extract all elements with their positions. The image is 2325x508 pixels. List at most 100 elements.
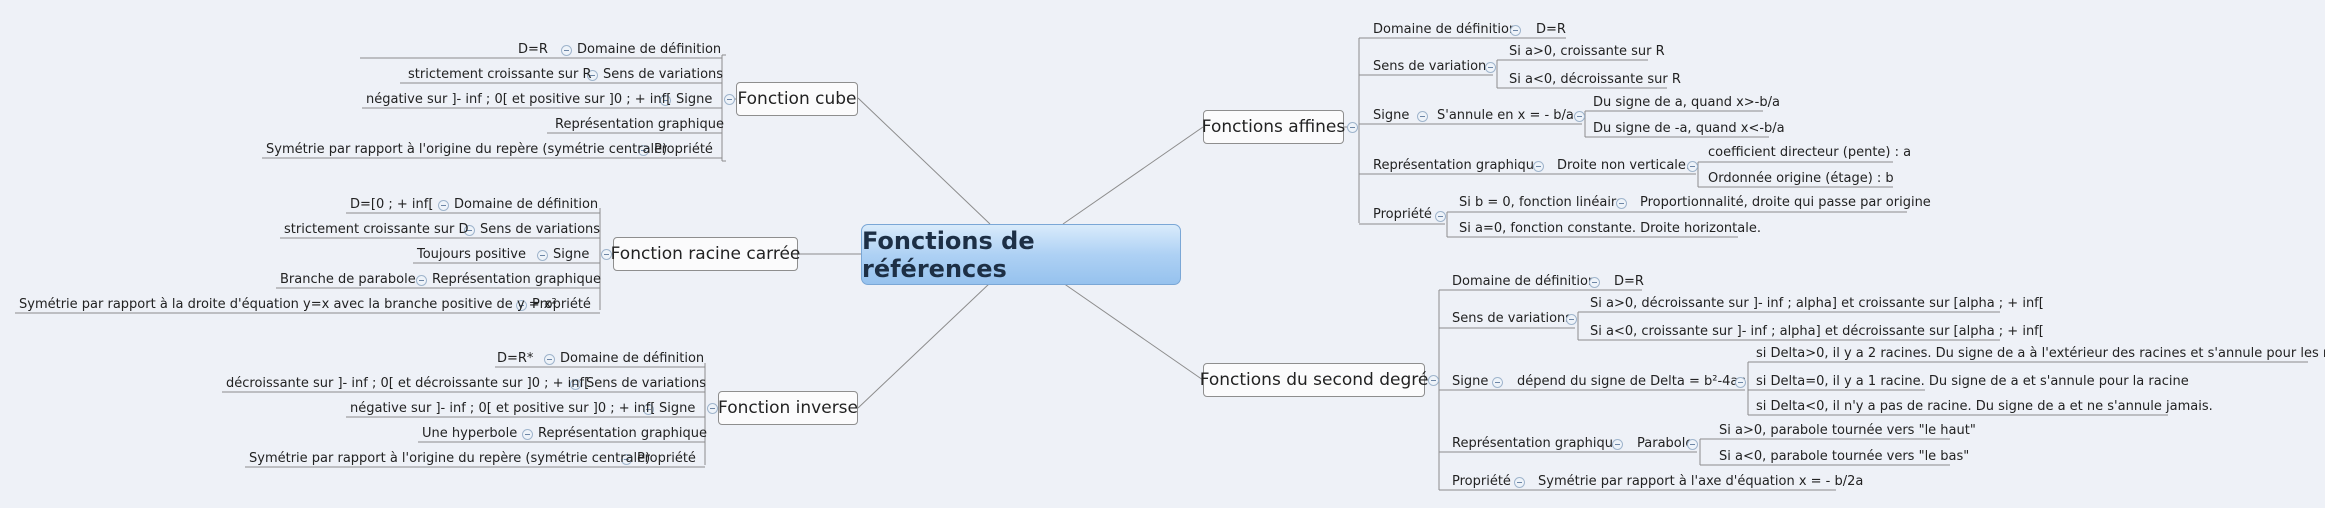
node-signe-label[interactable]: Signe	[1373, 108, 1410, 123]
collapse-icon[interactable]	[1735, 377, 1746, 388]
node-signe-value[interactable]: négative sur ]- inf ; 0[ et positive sur…	[350, 401, 656, 416]
node-signe-value[interactable]: Toujours positive	[417, 247, 526, 262]
node-signe-2[interactable]: si Delta=0, il y a 1 racine. Du signe de…	[1756, 374, 2189, 389]
node-variations-a-pos[interactable]: Si a>0, croissante sur R	[1509, 44, 1665, 59]
topic-fonction-inverse[interactable]: Fonction inverse	[718, 391, 858, 425]
topic-fonctions-second-degre[interactable]: Fonctions du second degré	[1200, 363, 1428, 397]
node-propriete-value[interactable]: Symétrie par rapport à l'axe d'équation …	[1538, 474, 1864, 489]
collapse-icon[interactable]	[537, 250, 548, 261]
collapse-icon[interactable]	[516, 300, 527, 311]
node-propriete-label[interactable]: Propriété	[1373, 207, 1432, 222]
collapse-icon[interactable]	[1347, 122, 1358, 133]
node-domaine-value[interactable]: D=[0 ; + inf[	[350, 197, 434, 212]
collapse-icon[interactable]	[638, 145, 649, 156]
node-propriete-2[interactable]: Si a=0, fonction constante. Droite horiz…	[1459, 221, 1761, 236]
node-domaine-value[interactable]: D=R	[1536, 22, 1566, 37]
collapse-icon[interactable]	[1492, 377, 1503, 388]
node-domaine-label[interactable]: Domaine de définition	[454, 197, 599, 212]
node-variations-label[interactable]: Sens de variations	[1452, 311, 1573, 326]
collapse-icon[interactable]	[724, 94, 735, 105]
node-variations-a-pos[interactable]: Si a>0, décroissante sur ]- inf ; alpha]…	[1590, 296, 2044, 311]
node-representation-value[interactable]: Une hyperbole	[422, 426, 518, 441]
collapse-icon[interactable]	[1687, 439, 1698, 450]
node-signe-label[interactable]: Signe	[553, 247, 590, 262]
node-variations-label[interactable]: Sens de variations	[603, 67, 724, 82]
topic-fonction-cube[interactable]: Fonction cube	[736, 82, 858, 116]
node-signe-1[interactable]: Du signe de a, quand x>-b/a	[1593, 95, 1780, 110]
node-domaine-label[interactable]: Domaine de définition	[1452, 274, 1597, 289]
collapse-icon[interactable]	[1435, 211, 1446, 222]
collapse-icon[interactable]	[464, 225, 475, 236]
node-representation-label[interactable]: Représentation graphique	[555, 117, 725, 132]
collapse-icon[interactable]	[1589, 277, 1600, 288]
node-variations-label[interactable]: Sens de variations	[480, 222, 601, 237]
node-domaine-value[interactable]: D=R*	[497, 351, 534, 366]
node-variations-a-neg[interactable]: Si a<0, croissante sur ]- inf ; alpha] e…	[1590, 324, 2044, 339]
topic-fonction-racine-carree[interactable]: Fonction racine carrée	[611, 237, 800, 271]
node-propriete-value[interactable]: Symétrie par rapport à l'origine du repè…	[266, 142, 668, 157]
node-representation-mid[interactable]: Droite non verticale.	[1557, 158, 1691, 173]
node-domaine-label[interactable]: Domaine de définition	[577, 42, 722, 57]
collapse-icon[interactable]	[1566, 314, 1577, 325]
node-representation-label[interactable]: Représentation graphique	[538, 426, 708, 441]
node-representation-2[interactable]: Ordonnée origine (étage) : b	[1708, 171, 1894, 186]
collapse-icon[interactable]	[660, 95, 671, 106]
collapse-icon[interactable]	[1428, 375, 1439, 386]
node-representation-mid[interactable]: Parabole	[1637, 436, 1694, 451]
collapse-icon[interactable]	[438, 200, 449, 211]
node-domaine-value[interactable]: D=R	[1614, 274, 1644, 289]
node-propriete-value[interactable]: Symétrie par rapport à l'origine du repè…	[249, 451, 651, 466]
node-variations-label[interactable]: Sens de variations	[586, 376, 707, 391]
collapse-icon[interactable]	[544, 354, 555, 365]
collapse-icon[interactable]	[643, 404, 654, 415]
collapse-icon[interactable]	[416, 275, 427, 286]
node-signe-mid[interactable]: S'annule en x = - b/a	[1437, 108, 1574, 123]
collapse-icon[interactable]	[561, 45, 572, 56]
node-representation-1[interactable]: coefficient directeur (pente) : a	[1708, 145, 1912, 160]
collapse-icon[interactable]	[1616, 198, 1627, 209]
collapse-icon[interactable]	[1485, 62, 1496, 73]
node-propriete-label[interactable]: Propriété	[637, 451, 696, 466]
topic-fonctions-affines[interactable]: Fonctions affines	[1202, 110, 1345, 144]
collapse-icon[interactable]	[707, 403, 718, 414]
node-signe-label[interactable]: Signe	[1452, 374, 1489, 389]
node-signe-2[interactable]: Du signe de -a, quand x<-b/a	[1593, 121, 1785, 136]
collapse-icon[interactable]	[1533, 161, 1544, 172]
collapse-icon[interactable]	[1574, 111, 1585, 122]
collapse-icon[interactable]	[1514, 477, 1525, 488]
node-representation-label[interactable]: Représentation graphique	[432, 272, 602, 287]
node-representation-label[interactable]: Représentation graphique	[1452, 436, 1622, 451]
node-signe-value[interactable]: négative sur ]- inf ; 0[ et positive sur…	[366, 92, 672, 107]
collapse-icon[interactable]	[570, 379, 581, 390]
node-signe-mid[interactable]: dépend du signe de Delta = b²-4ac	[1517, 374, 1746, 389]
node-signe-1[interactable]: si Delta>0, il y a 2 racines. Du signe d…	[1756, 346, 2325, 361]
collapse-icon[interactable]	[601, 249, 612, 260]
node-representation-label[interactable]: Représentation graphique	[1373, 158, 1543, 173]
collapse-icon[interactable]	[1612, 439, 1623, 450]
node-domaine-label[interactable]: Domaine de définition	[560, 351, 705, 366]
central-topic[interactable]: Fonctions de références	[861, 224, 1181, 285]
node-variations-value[interactable]: strictement croissante sur R	[408, 67, 592, 82]
node-representation-2[interactable]: Si a<0, parabole tournée vers "le bas"	[1719, 449, 1970, 464]
node-representation-value[interactable]: Branche de parabole	[280, 272, 416, 287]
collapse-icon[interactable]	[1417, 111, 1428, 122]
collapse-icon[interactable]	[522, 429, 533, 440]
node-representation-1[interactable]: Si a>0, parabole tournée vers "le haut"	[1719, 423, 1976, 438]
node-variations-label[interactable]: Sens de variations	[1373, 59, 1494, 74]
node-propriete-label[interactable]: Propriété	[1452, 474, 1511, 489]
node-signe-3[interactable]: si Delta<0, il n'y a pas de racine. Du s…	[1756, 399, 2213, 414]
node-domaine-value[interactable]: D=R	[518, 42, 548, 57]
node-variations-value[interactable]: strictement croissante sur D	[284, 222, 469, 237]
collapse-icon[interactable]	[587, 70, 598, 81]
node-propriete-label[interactable]: Propriété	[532, 297, 591, 312]
node-propriete-value[interactable]: Symétrie par rapport à la droite d'équat…	[19, 297, 557, 312]
node-propriete-1[interactable]: Si b = 0, fonction linéaire	[1459, 195, 1624, 210]
node-domaine-label[interactable]: Domaine de définition	[1373, 22, 1518, 37]
node-signe-label[interactable]: Signe	[676, 92, 713, 107]
collapse-icon[interactable]	[1687, 161, 1698, 172]
collapse-icon[interactable]	[621, 454, 632, 465]
node-variations-value[interactable]: décroissante sur ]- inf ; 0[ et décroiss…	[226, 376, 590, 391]
node-signe-label[interactable]: Signe	[659, 401, 696, 416]
node-propriete-label[interactable]: Propriété	[654, 142, 713, 157]
collapse-icon[interactable]	[1510, 25, 1521, 36]
